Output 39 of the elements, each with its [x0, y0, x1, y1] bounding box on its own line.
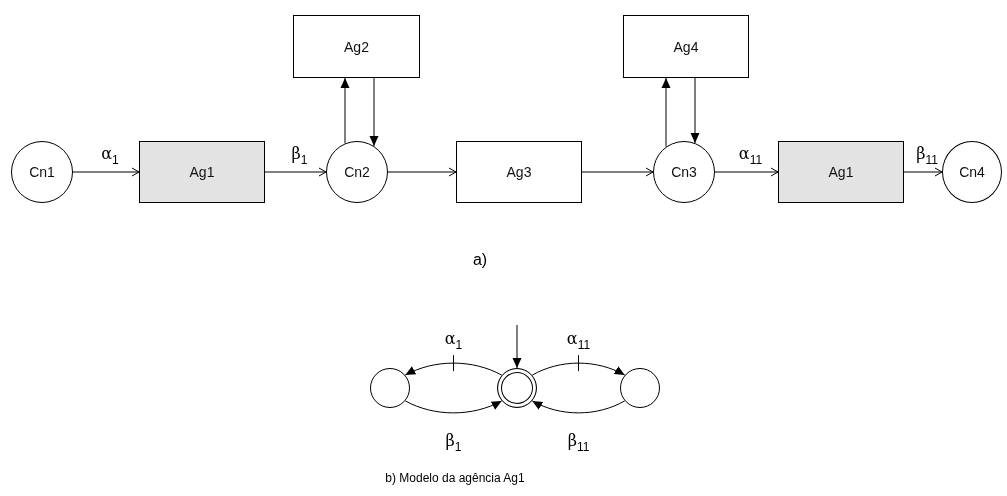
arrow — [387, 167, 457, 177]
edge-label: β$_{11}$ — [915, 146, 939, 166]
node-label: Ag1 — [828, 164, 854, 180]
node-label: Ag3 — [506, 164, 532, 180]
arrow — [404, 400, 503, 414]
edge-label: β$_{1}$ — [444, 433, 463, 453]
node-label: Ag1 — [189, 164, 215, 180]
node-label: Ag4 — [673, 38, 699, 55]
state-circle — [620, 368, 660, 408]
state-circle — [942, 141, 1002, 203]
node-label: Cn3 — [671, 164, 697, 180]
arrow — [512, 324, 522, 369]
arrow — [531, 354, 626, 376]
arrow — [661, 77, 671, 148]
node-label: Cn4 — [959, 164, 985, 180]
process-box — [139, 141, 265, 203]
arrow — [264, 167, 327, 177]
arrow — [340, 77, 350, 144]
node-label: Cn1 — [29, 164, 55, 180]
arrow — [531, 400, 626, 414]
arrow — [369, 77, 379, 147]
arrow — [581, 167, 654, 177]
node-label: Cn2 — [344, 164, 370, 180]
arrow — [404, 354, 503, 376]
process-box — [778, 141, 904, 203]
caption: b) Modelo da agência Ag1 — [385, 471, 525, 485]
arrow — [72, 167, 140, 177]
process-box — [623, 15, 749, 78]
edge-label: β$_{11}$ — [566, 433, 591, 453]
process-box — [293, 15, 420, 78]
arrow — [690, 77, 700, 144]
edge-label: β$_{1}$ — [290, 146, 309, 166]
state-circle — [497, 368, 537, 408]
state-circle — [370, 368, 410, 408]
node-label: Ag2 — [344, 38, 369, 55]
process-box — [456, 141, 582, 203]
arrow — [903, 167, 943, 177]
arrow — [714, 167, 779, 177]
panel-label: a) — [472, 251, 488, 269]
